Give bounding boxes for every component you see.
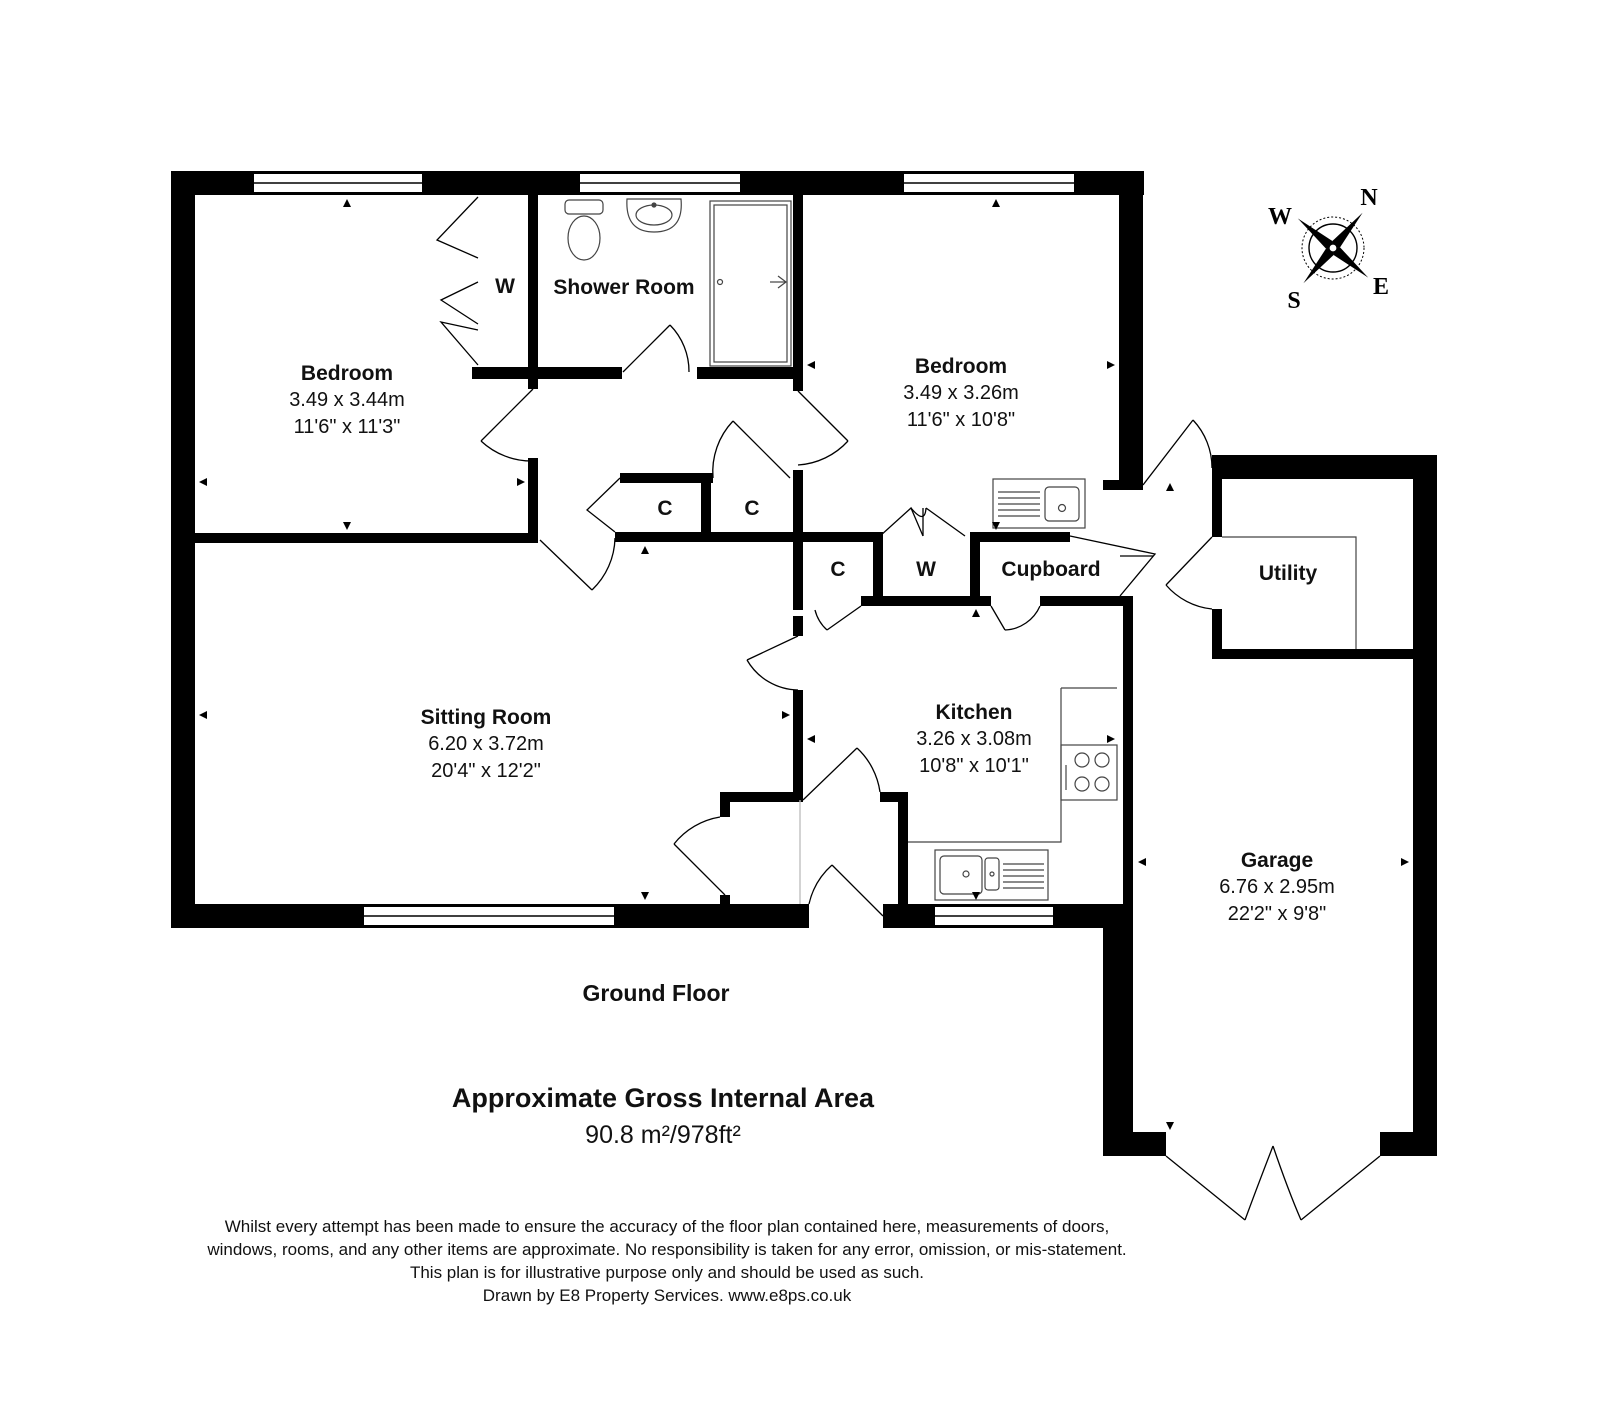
disclaimer-line: This plan is for illustrative purpose on… <box>409 1263 925 1282</box>
utility-label: Utility <box>1259 561 1317 587</box>
doors <box>435 196 1381 1221</box>
window-bedroom2 <box>904 174 1074 192</box>
garage-imperial: 22'2" x 9'8" <box>1227 903 1327 925</box>
garage-label: Garage 6.76 x 2.95m 22'2" x 9'8" <box>1219 848 1335 928</box>
wall-utility-left-top <box>1212 455 1222 537</box>
utility-worktop <box>1222 536 1357 649</box>
door-garage <box>1165 1145 1381 1221</box>
bedroom1-metric: 3.49 x 3.44m <box>289 389 405 411</box>
garage-metric: 6.76 x 2.95m <box>1219 876 1335 898</box>
disclaimer-line: windows, rooms, and any other items are … <box>207 1240 1127 1259</box>
wall-utility-left-bottom <box>1212 609 1222 659</box>
area-title: Approximate Gross Internal Area <box>451 1083 875 1113</box>
door-cupboard-c1 <box>586 477 621 533</box>
shower-tray-icon <box>709 200 792 367</box>
wall-garage-bottom-right <box>1380 1132 1437 1156</box>
hob-icon <box>1060 744 1118 801</box>
door-cupboard-c3 <box>814 605 862 631</box>
fixtures <box>564 198 1357 901</box>
kitchen-worktop <box>908 687 1117 843</box>
door-cupboard <box>1069 535 1157 597</box>
door-wardrobe1 <box>435 196 479 366</box>
bedroom2-imperial: 11'6" x 10'8" <box>906 409 1016 431</box>
door-side <box>1142 419 1213 486</box>
cupboard-name: Cupboard <box>1001 558 1101 581</box>
utility-name: Utility <box>1258 562 1318 585</box>
internal-walls <box>195 171 1143 928</box>
compass-s: S <box>1287 288 1300 314</box>
bedroom1-label: Bedroom 3.49 x 3.44m 11'6" x 11'3" <box>289 361 405 441</box>
wall-garage-left-thick <box>1103 904 1133 1156</box>
kitchen-name: Kitchen <box>935 701 1013 724</box>
window-kitchen <box>935 907 1053 925</box>
wardrobe2-label: W <box>916 558 936 581</box>
wall-left <box>171 171 195 928</box>
door-front-hall <box>802 747 881 801</box>
bedroom1-imperial: 11'6" x 11'3" <box>293 416 401 438</box>
disclaimer-line: Drawn by E8 Property Services. www.e8ps.… <box>482 1286 852 1305</box>
door-kitchen <box>746 635 799 691</box>
kitchen-imperial: 10'8" x 10'1" <box>919 755 1029 777</box>
disclaimer: Whilst every attempt has been made to en… <box>117 1215 1217 1307</box>
cupboard-c1-label: C <box>657 497 673 520</box>
window-shower <box>580 174 740 192</box>
sink-unit-icon <box>992 478 1086 529</box>
bedroom2-metric: 3.49 x 3.26m <box>903 382 1019 404</box>
wall-right-bedroom <box>1119 171 1143 480</box>
door-utility <box>1165 536 1213 610</box>
cupboard-c2-label: C <box>744 497 760 520</box>
sitting-metric: 6.20 x 3.72m <box>428 733 544 755</box>
door-wardrobe2 <box>879 506 966 537</box>
kitchen-label: Kitchen 3.26 x 3.08m 10'8" x 10'1" <box>916 700 1032 780</box>
area-value: 90.8 m²/978ft² <box>585 1121 741 1149</box>
shower-name: Shower Room <box>553 276 695 299</box>
wall-garage-left <box>1123 596 1133 1156</box>
sitting-name: Sitting Room <box>420 706 552 729</box>
door-entrance <box>799 800 884 917</box>
door-bedroom2 <box>797 390 849 466</box>
window-bedroom1 <box>254 174 422 192</box>
basin-icon <box>626 198 682 233</box>
windows <box>254 174 1074 925</box>
compass-w: W <box>1268 204 1292 230</box>
floor-title: Ground Floor <box>582 980 730 1006</box>
door-cupboard-c2 <box>712 420 791 479</box>
toilet-icon <box>564 199 604 261</box>
wardrobe1-label: W <box>495 275 515 298</box>
bedroom2-name: Bedroom <box>914 355 1008 378</box>
kitchen-metric: 3.26 x 3.08m <box>916 728 1032 750</box>
compass-e: E <box>1373 274 1389 300</box>
compass-icon <box>1297 212 1369 284</box>
disclaimer-line: Whilst every attempt has been made to en… <box>224 1217 1110 1236</box>
kitchen-sink-icon <box>934 849 1049 901</box>
door-shower <box>622 324 690 373</box>
walls <box>171 171 1437 1156</box>
wall-utility-bottom <box>1212 649 1417 659</box>
dimension-markers <box>199 199 1409 1130</box>
wall-garage-top <box>1212 455 1437 479</box>
sitting-label: Sitting Room 6.20 x 3.72m 20'4" x 12'2" <box>421 705 552 785</box>
garage-name: Garage <box>1240 849 1314 872</box>
wall-garage-right <box>1413 455 1437 1156</box>
cupboard-label: Cupboard <box>1001 557 1100 583</box>
door-sitting-lower <box>673 816 726 896</box>
compass-n: N <box>1360 185 1378 211</box>
bedroom1-name: Bedroom <box>300 362 394 385</box>
door-bedroom1 <box>480 388 534 462</box>
wall-garage-bottom-left <box>1103 1132 1166 1156</box>
cupboard-c3-label: C <box>830 558 846 581</box>
door-sitting <box>539 537 616 591</box>
sitting-imperial: 20'4" x 12'2" <box>431 760 541 782</box>
shower-label: Shower Room <box>553 275 694 301</box>
door-kitchen-cupboard <box>990 605 1041 631</box>
bedroom2-label: Bedroom 3.49 x 3.26m 11'6" x 10'8" <box>903 354 1019 434</box>
window-sitting <box>364 907 614 925</box>
